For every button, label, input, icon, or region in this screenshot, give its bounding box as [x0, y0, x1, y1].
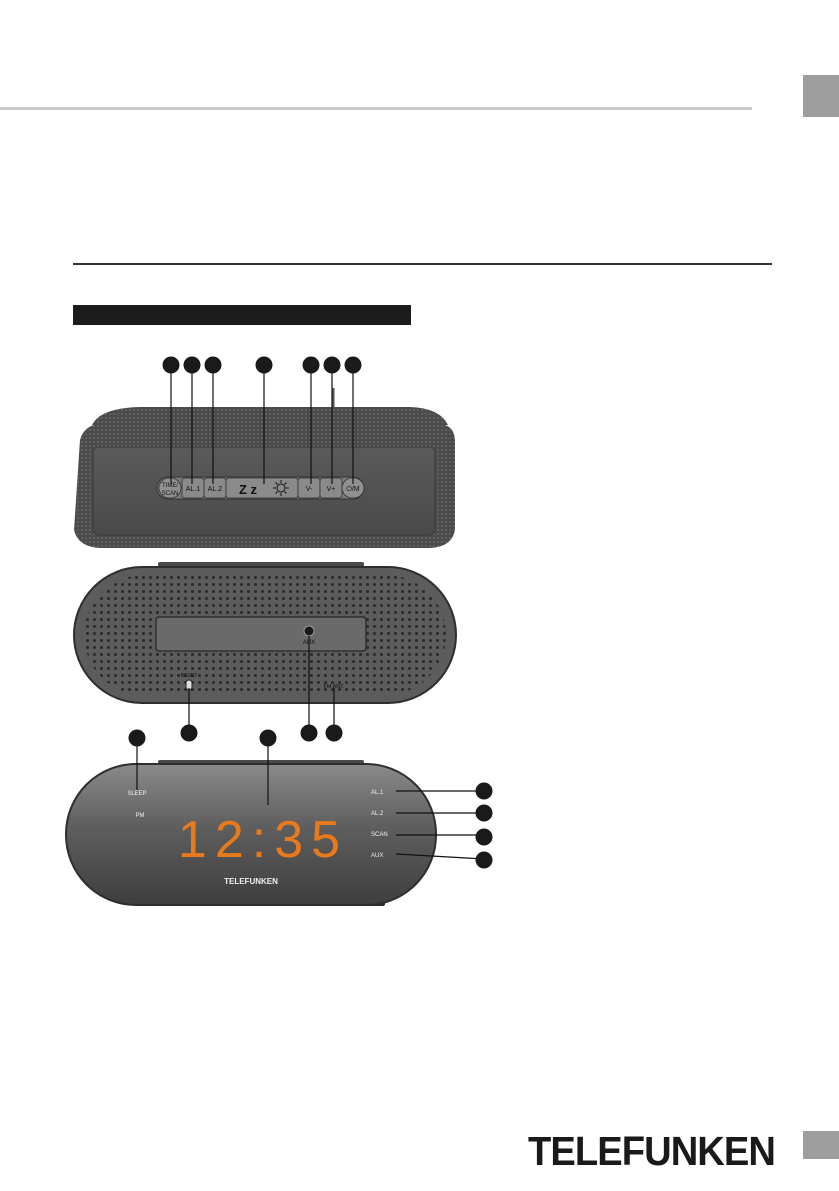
vminus-label: V- [306, 486, 313, 493]
footer-logo: TELEFUNKEN [528, 1128, 776, 1174]
front-callouts [128, 729, 493, 869]
language-tab [803, 75, 839, 117]
callout-marker [475, 851, 493, 869]
callout-marker [323, 356, 341, 374]
pm-indicator: PM [136, 813, 145, 819]
al1-label: AL.1 [186, 486, 201, 493]
callout-marker [325, 724, 343, 742]
time-scan-button[interactable] [158, 477, 182, 499]
top-buttons: TIME/ SCAN AL.1 AL.2 Z z V- V+ ⏻/M [158, 477, 365, 499]
back-view-device: AUX RESET FM ANT. [73, 562, 457, 704]
callout-marker [255, 356, 273, 374]
header-rule [0, 107, 752, 110]
callout-marker [475, 804, 493, 822]
callout-marker [300, 724, 318, 742]
aux-indicator: AUX [371, 853, 383, 859]
fm-antenna-label: FM ANT. [323, 684, 345, 690]
reset-label: RESET [181, 673, 198, 679]
back-callouts [180, 636, 343, 742]
scan-indicator: SCAN [371, 832, 388, 838]
top-callouts [162, 356, 362, 484]
callout-marker [162, 356, 180, 374]
al1-indicator: AL.1 [371, 790, 384, 796]
sun-icon [273, 480, 289, 496]
snooze-label: Z z [239, 482, 258, 497]
time-label: TIME/ [162, 483, 178, 489]
callout-marker [128, 729, 146, 747]
aux-jack[interactable] [303, 625, 315, 637]
scan-label: SCAN [162, 491, 179, 497]
power-label: ⏻/M [346, 485, 359, 493]
front-view-device: SLEEP PM 12:35 TELEFUNKEN AL.1 AL.2 SCAN… [65, 760, 437, 906]
section-title-bar [73, 305, 411, 325]
page-number-tab [803, 1131, 839, 1159]
vplus-label: V+ [327, 486, 336, 493]
callout-marker [475, 782, 493, 800]
callout-marker [302, 356, 320, 374]
callout-marker [475, 828, 493, 846]
callout-marker [344, 356, 362, 374]
callout-marker [204, 356, 222, 374]
front-brand: TELEFUNKEN [224, 877, 278, 886]
callout-marker [180, 724, 198, 742]
time-display: 12:35 [178, 811, 348, 869]
section-rule [73, 263, 772, 265]
al2-label: AL.2 [208, 486, 223, 493]
al2-indicator: AL.2 [371, 811, 384, 817]
callout-marker [259, 729, 277, 747]
sleep-indicator: SLEEP [127, 791, 146, 797]
callout-marker [183, 356, 201, 374]
